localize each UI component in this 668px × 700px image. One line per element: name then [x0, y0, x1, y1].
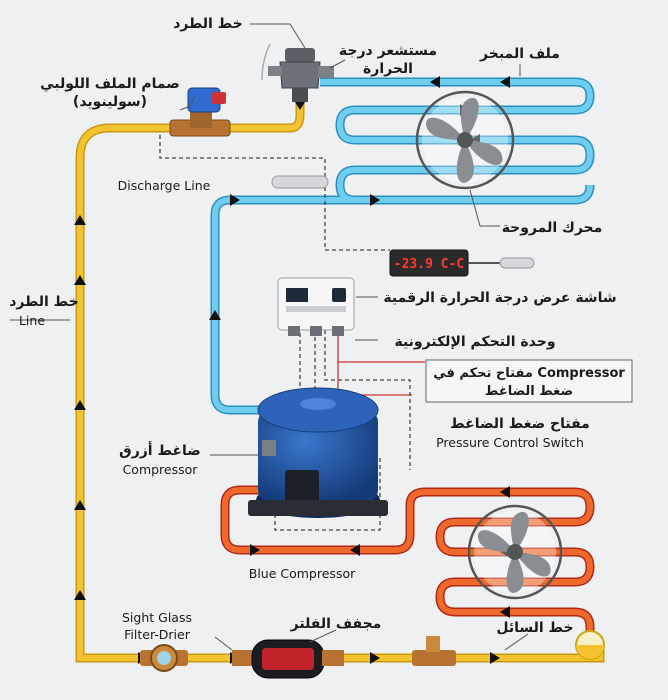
receiver: [575, 630, 605, 660]
electronic-controller: [277, 277, 355, 336]
compressor-switch-box: [425, 359, 633, 403]
service-valve: [412, 636, 456, 666]
expansion-valve: [261, 43, 334, 102]
digital-display-device: -23.9 C-C: [389, 249, 535, 277]
label-left-line-en: Line: [19, 313, 45, 328]
label-sight-glass-1: Sight Glass: [122, 610, 192, 625]
label-compressor-en: Compressor: [123, 462, 199, 477]
label-solenoid-1: صمام الملف اللولبي: [40, 76, 180, 92]
condenser-fan: [467, 504, 563, 600]
label-fan-motor: محرك المروحة: [502, 220, 603, 236]
label-discharge-line-en: Discharge Line: [118, 178, 211, 193]
filter-drier: [232, 639, 344, 679]
label-digital-display: شاشة عرض درجة الحرارة الرقمية: [383, 290, 616, 306]
compressor: [248, 387, 388, 518]
label-solenoid-2: (سولينويد): [73, 94, 147, 110]
label-liquid-line: خط السائل: [496, 620, 573, 636]
display-readout: -23.9 C-C: [394, 257, 464, 272]
label-filter-drier: مجفف الفلتر: [290, 616, 382, 632]
label-leaders: [10, 23, 529, 651]
label-compressor-switch-1: مفتاح تحكم في Compressor: [433, 366, 625, 381]
label-sight-glass-2: Filter-Drier: [124, 627, 191, 642]
label-thermostat-2: الحرارة: [363, 61, 413, 77]
temperature-sensor-bulb: [271, 175, 329, 189]
sight-glass: [140, 644, 188, 672]
label-compressor-switch-2: ضغط الضاغط: [485, 384, 573, 399]
solenoid-valve: [169, 87, 231, 137]
label-discharge-line-top: خط الطرد: [173, 16, 243, 32]
flow-arrows: [74, 76, 510, 664]
evaporator-fan: [415, 90, 515, 190]
label-electronic-control: وحدة التحكم الإلكترونية: [394, 334, 555, 350]
label-blue-compressor: Blue Compressor: [249, 566, 356, 581]
label-compressor-ar: ضاغط أزرق: [119, 441, 201, 459]
label-thermostat-1: مستشعر درجة: [339, 43, 437, 59]
label-evaporator: ملف المبخر: [479, 46, 560, 62]
label-left-line-ar: خط الطرد: [9, 294, 79, 310]
label-pressure-switch-ar: مفتاح ضغط الضاغط: [450, 416, 590, 432]
label-pressure-switch-en: Pressure Control Switch: [436, 435, 584, 450]
